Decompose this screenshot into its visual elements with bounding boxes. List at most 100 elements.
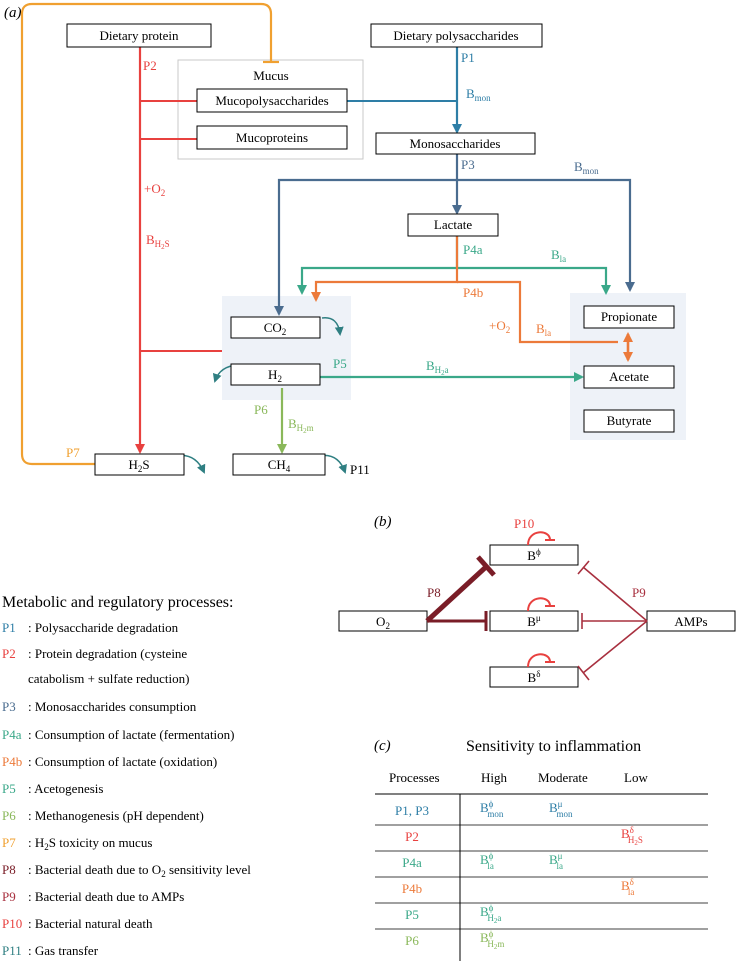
co2-gas-transfer-icon (321, 317, 344, 336)
legend-text-p9: : Bacterial death due to AMPs (28, 889, 184, 904)
ch4-label: CH4 (268, 457, 291, 474)
legend-code-p11: P11 (2, 943, 22, 958)
mucopolysaccharides-box (196, 88, 348, 113)
p2-bh2s-label: BH2S (146, 232, 170, 251)
legend-code-p2: P2 (2, 646, 16, 661)
butyrate-box (583, 409, 675, 433)
p4a-propionate-line (457, 266, 611, 295)
b-phi-box (489, 544, 579, 566)
co2-box (230, 316, 321, 339)
legend-text-p8: : Bacterial death due to O2 sensitivity … (28, 862, 251, 879)
p9-bphi-bar (577, 560, 590, 575)
p3-co2-line (274, 178, 457, 316)
legend-text-p4a: : Consumption of lactate (fermentation) (28, 727, 235, 742)
propionate-label: Propionate (601, 309, 658, 324)
col-header-moderate: Moderate (538, 770, 588, 785)
legend-code-p1: P1 (2, 620, 16, 635)
p4a-co2-line (297, 236, 459, 295)
p10-bdelta-loop (527, 653, 551, 668)
panel-a-label: (a) (4, 5, 22, 21)
legend-text-p2: : Protein degradation (cysteine (28, 646, 187, 661)
legend-text-p10: : Bacterial natural death (28, 916, 153, 931)
p3-bmon-label: Bmon (574, 159, 599, 176)
lactate-label: Lactate (434, 217, 472, 232)
dietary-polysaccharides-box (370, 23, 543, 48)
p1-label: P1 (461, 50, 475, 65)
p4b-label: P4b (463, 285, 483, 300)
acetate-label: Acetate (609, 369, 649, 384)
col-header-low: Low (624, 770, 648, 785)
acetate-box (583, 365, 675, 389)
ch4-box (232, 453, 326, 476)
lactate-box (407, 213, 499, 237)
legend-text-p4b: : Consumption of lactate (oxidation) (28, 754, 217, 769)
legend-code-p4b: P4b (2, 754, 22, 769)
monosaccharides-box (375, 132, 536, 155)
legend-title: Metabolic and regulatory processes: (2, 594, 233, 611)
col-header-high: High (481, 770, 508, 785)
legend-code-p8: P8 (2, 862, 16, 877)
legend-text-p7: : H2S toxicity on mucus (28, 835, 152, 852)
panel-b-label: (b) (374, 514, 392, 530)
legend-text-p6: : Methanogenesis (pH dependent) (28, 808, 204, 823)
p10-label: P10 (514, 516, 534, 531)
p6-bh2m-label: BH2m (288, 416, 314, 435)
row-process: P4a (402, 855, 422, 870)
p7-inhibition-line (20, 2, 273, 466)
co2-label: CO2 (264, 320, 287, 337)
p9-bdelta-bar (577, 665, 590, 681)
b-mu-label: Bμ (527, 613, 541, 629)
p2-label: P2 (143, 58, 157, 73)
propionate-box (583, 305, 675, 329)
b-delta-box (489, 666, 579, 688)
b-mu-box (489, 610, 579, 632)
dietary-protein-box (66, 23, 212, 48)
legend-code-p5: P5 (2, 781, 16, 796)
row-process: P1, P3 (395, 803, 429, 818)
p6-label: P6 (254, 402, 268, 417)
mucoproteins-label: Mucoproteins (236, 130, 308, 145)
legend-text-p3: : Monosaccharides consumption (28, 699, 197, 714)
panel-c-label: (c) (374, 738, 391, 754)
dietary-protein-label: Dietary protein (99, 28, 179, 43)
h2s-label: H2S (128, 457, 149, 474)
legend-code-p4a: P4a (2, 727, 22, 742)
p9-label: P9 (632, 585, 646, 600)
row-process: P6 (405, 933, 419, 948)
p10-bmu-loop (527, 597, 551, 612)
p4b-o2-label: +O2 (489, 318, 510, 335)
mucus-title: Mucus (253, 68, 288, 83)
p7-label: P7 (66, 445, 80, 460)
p1-bmon-label: Bmon (466, 86, 491, 103)
legend-text-p2-cont: catabolism + sulfate reduction) (28, 671, 189, 686)
b-phi-label: Bϕ (527, 547, 541, 563)
legend-code-p3: P3 (2, 699, 16, 714)
legend: Metabolic and regulatory processes: P1 :… (2, 594, 251, 958)
dietary-polysaccharides-label: Dietary polysaccharides (393, 28, 518, 43)
o2-label: O2 (376, 614, 390, 631)
legend-code-p10: P10 (2, 916, 22, 931)
p11-label: P11 (350, 462, 370, 477)
p4b-co2-line (311, 236, 459, 302)
col-header-processes: Processes (389, 770, 440, 785)
panel-c: (c) Sensitivity to inflammation Processe… (374, 738, 708, 961)
p5-label: P5 (333, 356, 347, 371)
h2s-box (94, 453, 185, 476)
p2-o2-label: +O2 (144, 181, 165, 198)
row-process: P5 (405, 907, 419, 922)
panel-a: (a) (4, 2, 686, 477)
legend-code-p6: P6 (2, 808, 16, 823)
